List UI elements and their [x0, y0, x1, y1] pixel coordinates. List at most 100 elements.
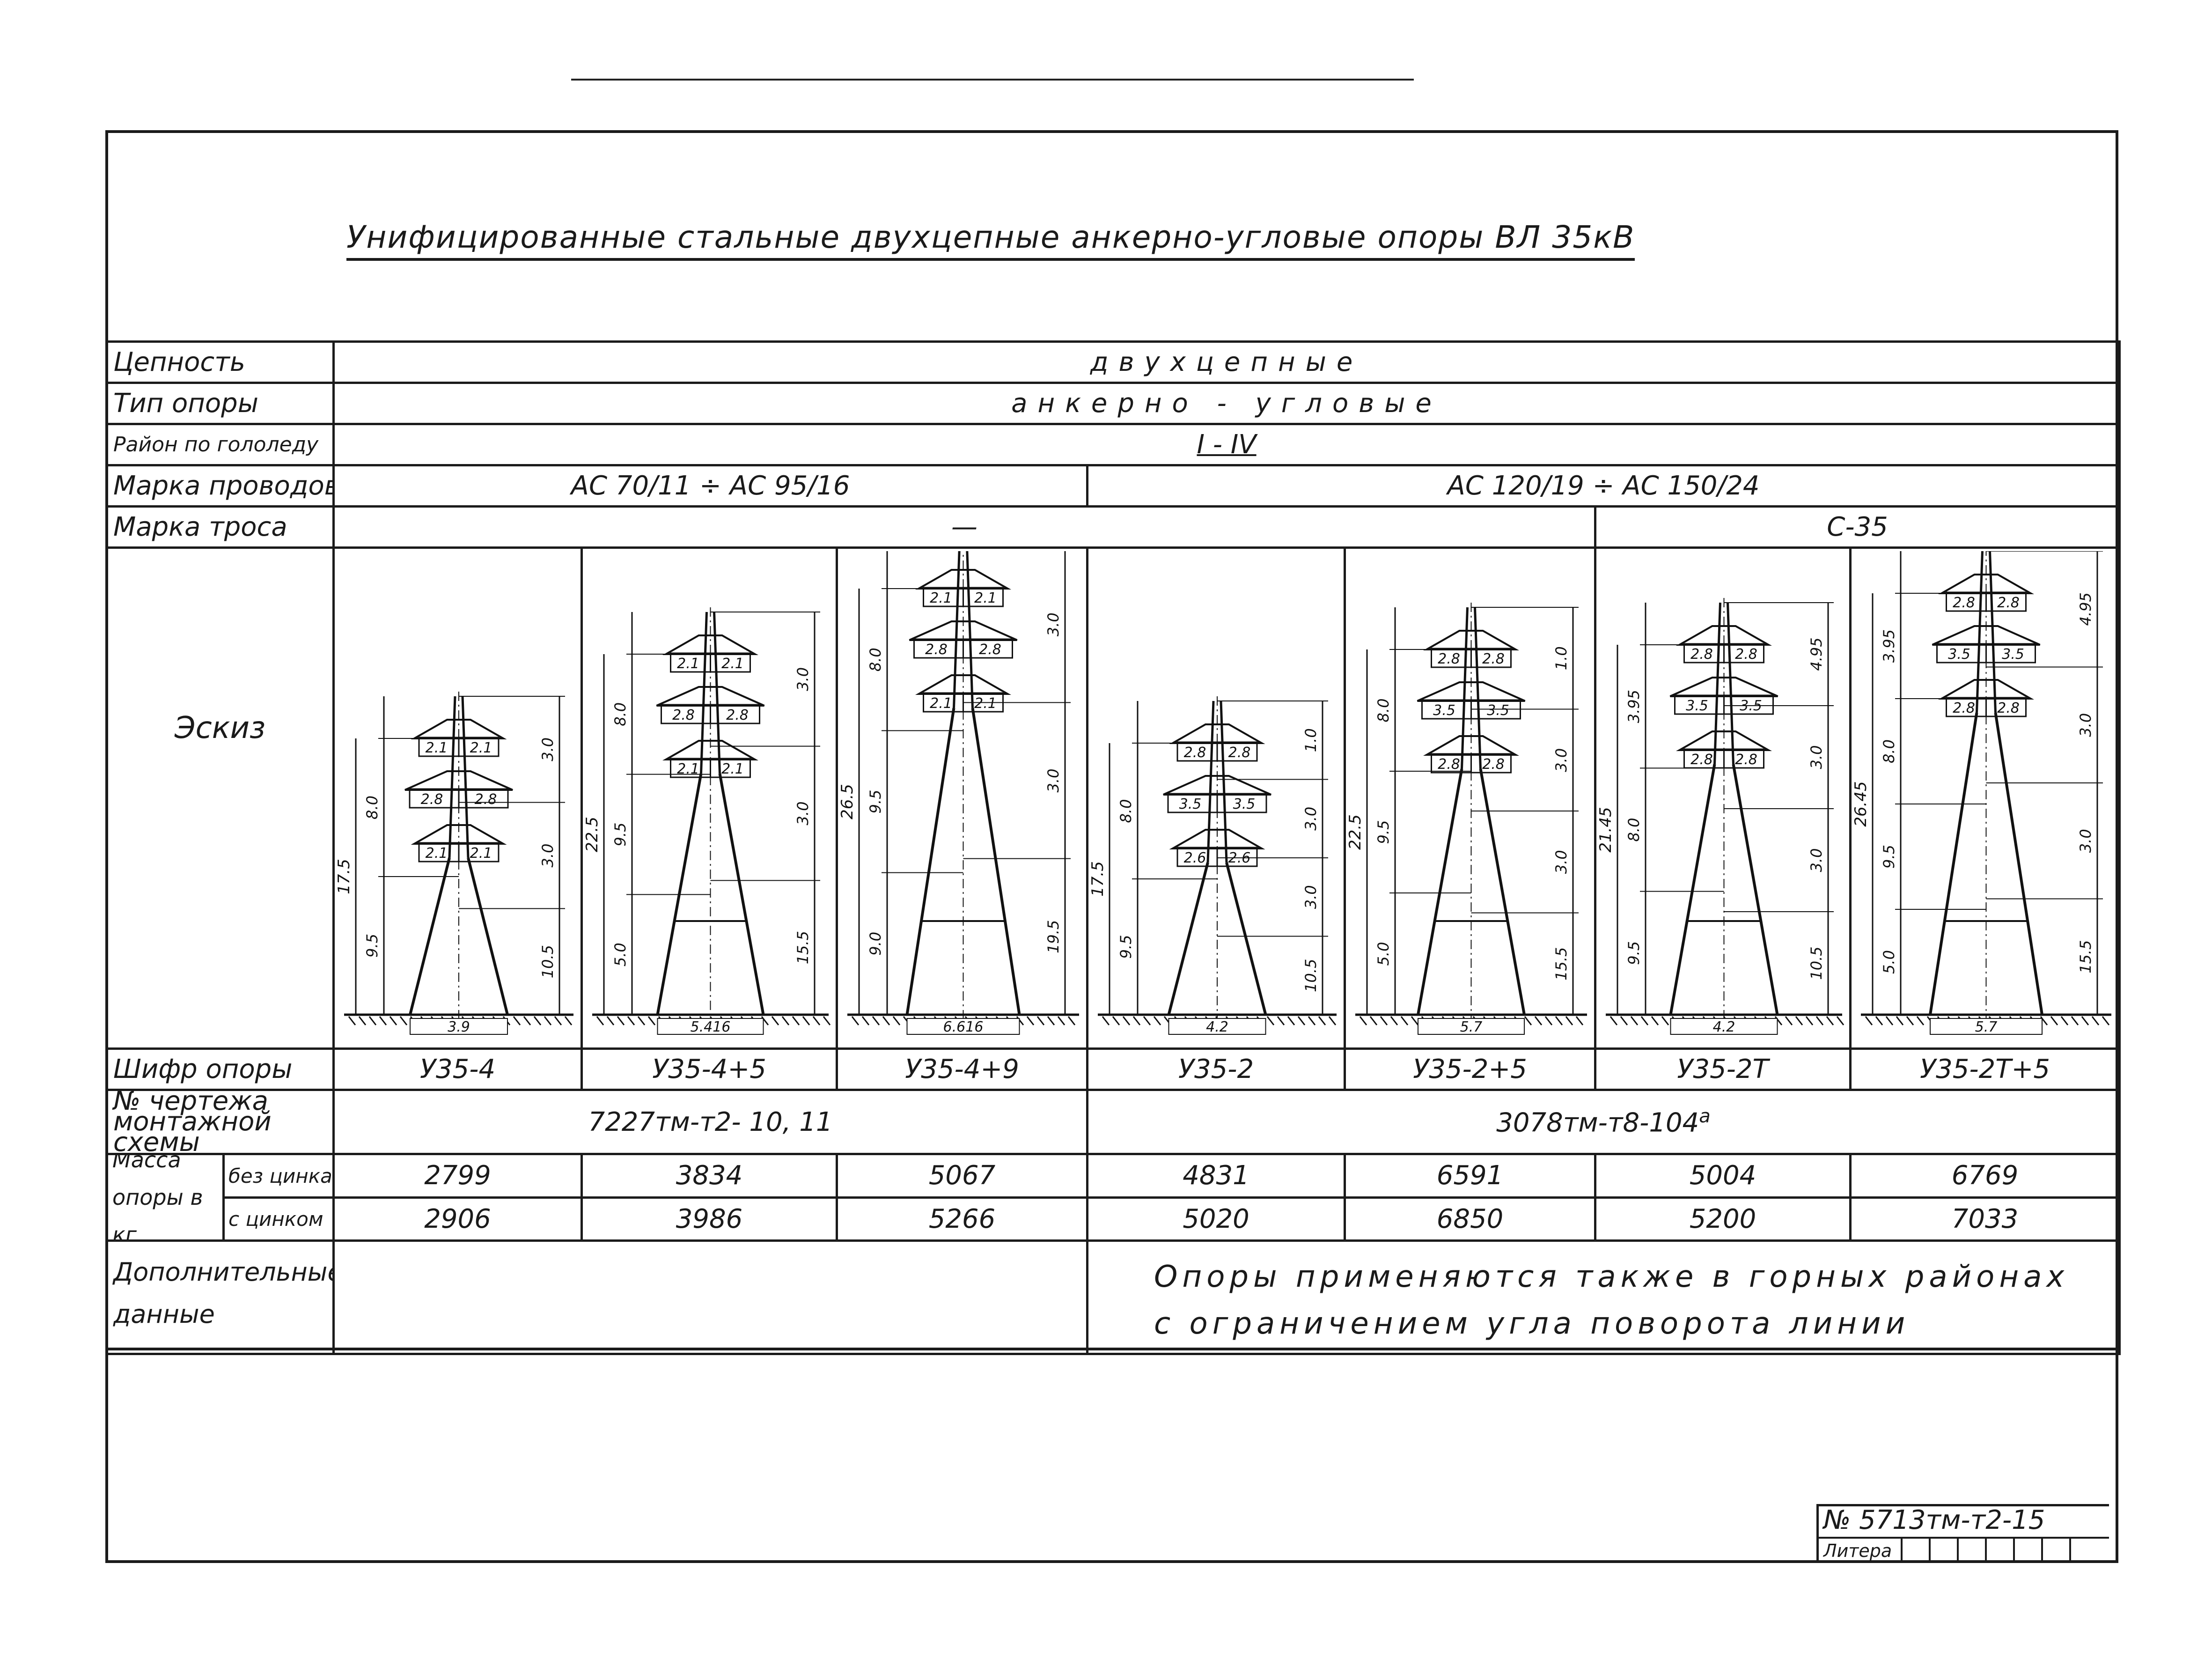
footer-rule: [105, 1348, 2118, 1350]
value-support-type: анкерно - угловые: [332, 382, 2121, 425]
mass-no-zinc-label: без цинка: [225, 1157, 331, 1199]
ground-hatch: [1067, 1016, 1076, 1025]
ground-hatch: [1308, 1016, 1316, 1025]
base-dim-box: [1670, 1018, 1778, 1035]
crossarm: [1423, 630, 1520, 650]
ground-hatch: [368, 1016, 377, 1025]
tower-top-left: [1713, 602, 1721, 765]
extra-line-1: Опоры применяются также в горных районах: [1154, 1260, 2069, 1294]
dim-total-height: 17.5: [1088, 861, 1107, 897]
ground-hatch: [1805, 1016, 1814, 1025]
value-ice-region: I - IV: [332, 423, 2121, 466]
crossarm-dim-left: 2.8: [925, 641, 948, 658]
crossarm-dim-right: 2.1: [721, 656, 744, 672]
value-drawing-1: 7227тм-т2- 10, 11: [332, 1089, 1088, 1155]
dim-right: 3.0: [1044, 612, 1062, 636]
ground-hatch: [1400, 1016, 1409, 1025]
dim-right: 3.0: [794, 667, 812, 691]
label-code: Шифр опоры: [105, 1047, 335, 1091]
crossarm-dim-right: 3.5: [1487, 702, 1509, 719]
dim-right: 1.0: [1302, 728, 1320, 752]
value-wire-grade-1: АС 70/11 ÷ АС 95/16: [332, 464, 1088, 508]
dim-right: 1.0: [1552, 646, 1570, 670]
row-wire-grade: Марка проводов АС 70/11 ÷ АС 95/16 АС 12…: [105, 464, 2121, 508]
dim-right: 3.0: [1808, 745, 1825, 769]
ground-hatch: [771, 1016, 779, 1025]
dim-right: 15.5: [794, 931, 812, 964]
dim-left: 8.0: [363, 796, 381, 819]
crossarm-dim-right: 2.8: [1482, 651, 1505, 667]
ground-hatch: [2071, 1016, 2079, 1025]
crossarm-dim-left: 2.8: [1690, 752, 1713, 768]
ground-hatch: [851, 1016, 860, 1025]
code-cell: У35-4+5: [581, 1047, 838, 1091]
ground-hatch: [1380, 1016, 1388, 1025]
dim-right: 10.5: [1808, 946, 1825, 980]
crossarm-dim-right: 2.8: [979, 641, 1001, 658]
ground-hatch: [544, 1016, 552, 1025]
dim-total-height: 22.5: [583, 817, 602, 852]
dim-total-height: 26.5: [838, 784, 857, 819]
dim-base-width: 5.7: [1975, 1019, 1998, 1035]
code-cell: У35-2+5: [1344, 1047, 1596, 1091]
dim-right: 4.95: [1808, 637, 1825, 671]
dim-right: 3.0: [2077, 829, 2094, 853]
crossarm-dim-left: 3.5: [1686, 698, 1708, 714]
stamp-divider: [1816, 1537, 2109, 1539]
dim-left: 9.5: [1880, 845, 1898, 869]
crossarm: [1676, 625, 1772, 646]
value-cable-grade-2: С-35: [1594, 505, 2121, 549]
dim-left: 9.5: [1374, 820, 1392, 844]
ground-hatch: [1906, 1016, 1914, 1025]
ground-hatch: [1609, 1016, 1618, 1025]
dim-right: 15.5: [2077, 940, 2094, 973]
ground-hatch: [554, 1016, 562, 1025]
dim-left: 8.0: [1625, 818, 1643, 842]
label-extra: Дополнительные данные: [105, 1239, 335, 1355]
dim-base-width: 5.416: [691, 1019, 731, 1035]
ground-hatch: [1785, 1016, 1793, 1025]
crossarm: [1938, 679, 2035, 700]
dim-total-height: 21.45: [1596, 807, 1615, 852]
dim-left: 5.0: [611, 943, 629, 966]
stamp-cell-divider: [1901, 1537, 1903, 1563]
ground-hatch: [1916, 1016, 1925, 1025]
ground-hatch: [1565, 1016, 1573, 1025]
dim-base-width: 3.9: [448, 1019, 470, 1035]
ground-hatch: [627, 1016, 635, 1025]
base-dim-box: [1168, 1018, 1266, 1035]
ground-hatch: [823, 1016, 831, 1025]
ground-hatch: [379, 1016, 387, 1025]
crossarm-dim-left: 2.8: [1438, 756, 1460, 773]
ground-hatch: [1287, 1016, 1295, 1025]
dim-left: 9.5: [1117, 935, 1135, 959]
crossarm-dim-right: 2.8: [1228, 745, 1251, 761]
ground-hatch: [1534, 1016, 1543, 1025]
crossarm: [411, 719, 507, 739]
crossarm: [656, 686, 765, 707]
crossarm-dim-left: 2.6: [1184, 850, 1206, 866]
dim-right: 3.0: [1302, 807, 1320, 831]
ground-hatch: [1620, 1016, 1628, 1025]
ground-hatch: [1390, 1016, 1398, 1025]
label-sketch: Эскиз: [105, 546, 335, 1050]
tower-top-right: [1989, 551, 1997, 713]
dim-right: 4.95: [2077, 592, 2094, 626]
base-dim-box: [1418, 1018, 1525, 1035]
ground-hatch: [389, 1016, 397, 1025]
crossarm-dim-left: 2.8: [1953, 700, 1975, 716]
tower-top-right: [461, 696, 470, 858]
ice-region-roman: I - IV: [1197, 429, 1257, 460]
crossarm: [1169, 829, 1265, 849]
ground-hatch: [1026, 1016, 1035, 1025]
ground-hatch: [348, 1016, 356, 1025]
tower-top-right: [1727, 602, 1734, 765]
crossarm: [1163, 775, 1271, 796]
tower-leg-right: [718, 773, 765, 1015]
crossarm-dim-right: 2.8: [1482, 756, 1505, 773]
crossarm: [1669, 677, 1778, 697]
